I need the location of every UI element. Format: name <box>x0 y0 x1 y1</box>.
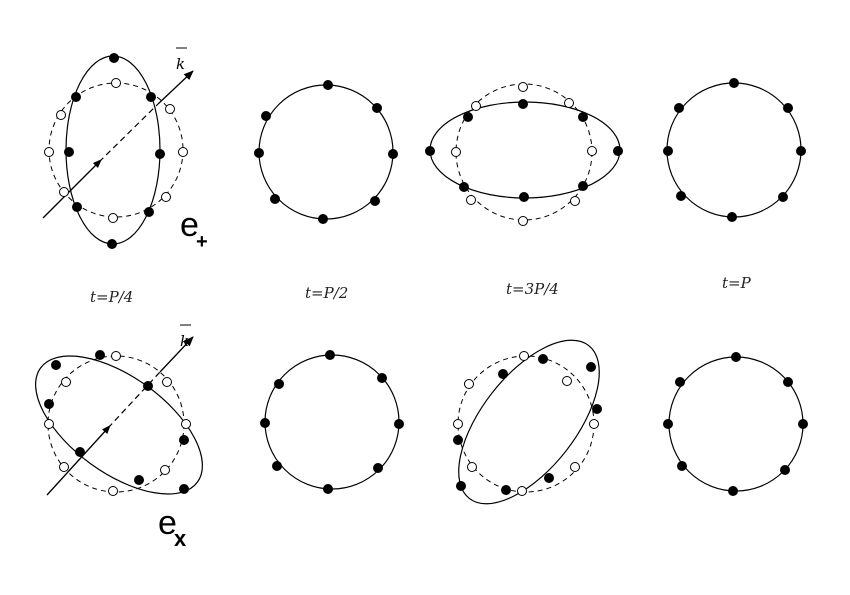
original-particles <box>44 78 188 223</box>
particles <box>254 80 398 224</box>
cross-panel-2 <box>260 350 404 494</box>
displaced-particles <box>453 354 602 495</box>
original-particles <box>44 351 191 496</box>
particles <box>260 350 404 494</box>
displaced-particles <box>425 99 623 202</box>
time-label-3: t=3P/4 <box>506 280 559 298</box>
time-label-2: t=P/2 <box>305 284 348 302</box>
plus-label-sub: + <box>196 231 208 253</box>
plus-panel-3 <box>425 82 623 226</box>
cross-row: k e <box>35 324 808 551</box>
plus-row: k e <box>42 47 806 253</box>
cross-panel-1: k e <box>35 324 203 551</box>
wave-vector-axis <box>42 70 194 219</box>
cross-label-main: e <box>158 504 177 542</box>
plus-panel-4 <box>663 78 806 222</box>
wave-vector-label: k <box>176 55 185 73</box>
time-label-4: t=P <box>722 274 752 292</box>
plus-polarization-label: e + <box>180 206 208 253</box>
time-label-1: t=P/4 <box>90 288 133 306</box>
original-particles <box>453 351 599 496</box>
displaced-particles <box>64 53 165 249</box>
original-particles <box>451 82 597 226</box>
cross-panel-3 <box>453 339 602 505</box>
cross-label-sub: x <box>174 526 187 551</box>
wave-vector-axis <box>46 336 194 496</box>
cross-polarization-label: e x <box>158 504 187 551</box>
particles <box>663 78 806 222</box>
particles <box>663 352 808 496</box>
plus-panel-1: k e <box>42 47 208 253</box>
time-labels: t=P/4 t=P/2 t=3P/4 t=P <box>90 274 752 306</box>
plus-panel-2 <box>254 80 398 224</box>
plus-label-main: e <box>180 206 199 244</box>
displaced-particles <box>44 350 189 494</box>
cross-panel-4 <box>663 352 808 496</box>
wave-vector-label: k <box>180 332 189 350</box>
deformed-ring <box>458 339 600 505</box>
